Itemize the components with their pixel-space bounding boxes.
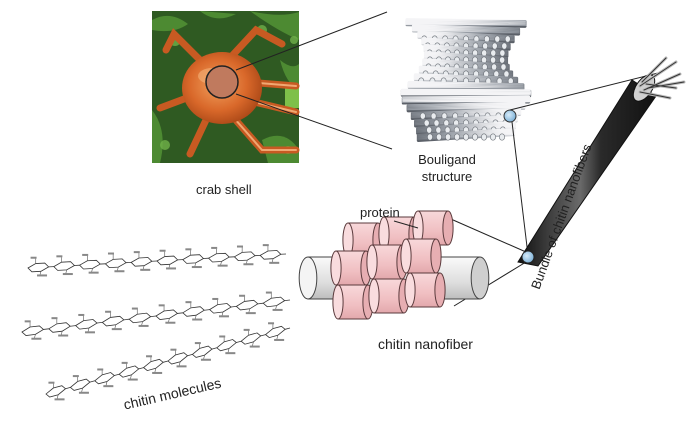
crab-shell-label: crab shell [196,182,252,197]
protein-coated-fiber-illustration [298,210,490,320]
bouligand-layer [416,128,516,142]
protein-pointer [393,220,419,229]
protein-label: protein [360,205,400,220]
bouligand-structure-label: Bouligand structure [404,151,490,185]
bouligand-layer [398,12,534,20]
bouligand-layer [413,73,519,85]
chitin-molecule-chain [21,291,291,340]
bouligand-layer [423,44,509,58]
bouligand-layer [414,114,518,128]
protein-segment [332,284,374,320]
bouligand-layer [401,95,531,105]
bouligand-label-line2: structure [421,169,473,184]
bouligand-layer [421,37,511,51]
chitin-nanofiber-label: chitin nanofiber [378,336,473,352]
protein-segment [368,278,410,314]
bouligand-label-line1: Bouligand [418,152,476,167]
bouligand-zoom-circle [503,109,517,123]
zoom-lines-crab [235,11,393,150]
protein-segment [404,272,446,308]
bouligand-layer [406,101,526,113]
chitin-molecule-chain [27,244,287,277]
bouligand-layer [405,18,527,28]
chitin-molecule-chain [45,322,291,401]
zoom-lines-bouligand [509,71,663,256]
protein-segment [330,250,372,286]
bouligand-layer [410,107,522,121]
protein-segment [400,238,442,274]
bouligand-layer [400,88,532,98]
nanofiber-bundle-illustration [517,56,686,267]
chitin-molecule-chains [21,244,291,401]
bouligand-layer [407,80,525,92]
bouligand-stack-illustration [398,12,534,142]
crab-photo [152,11,300,163]
bouligand-layer [411,24,521,36]
